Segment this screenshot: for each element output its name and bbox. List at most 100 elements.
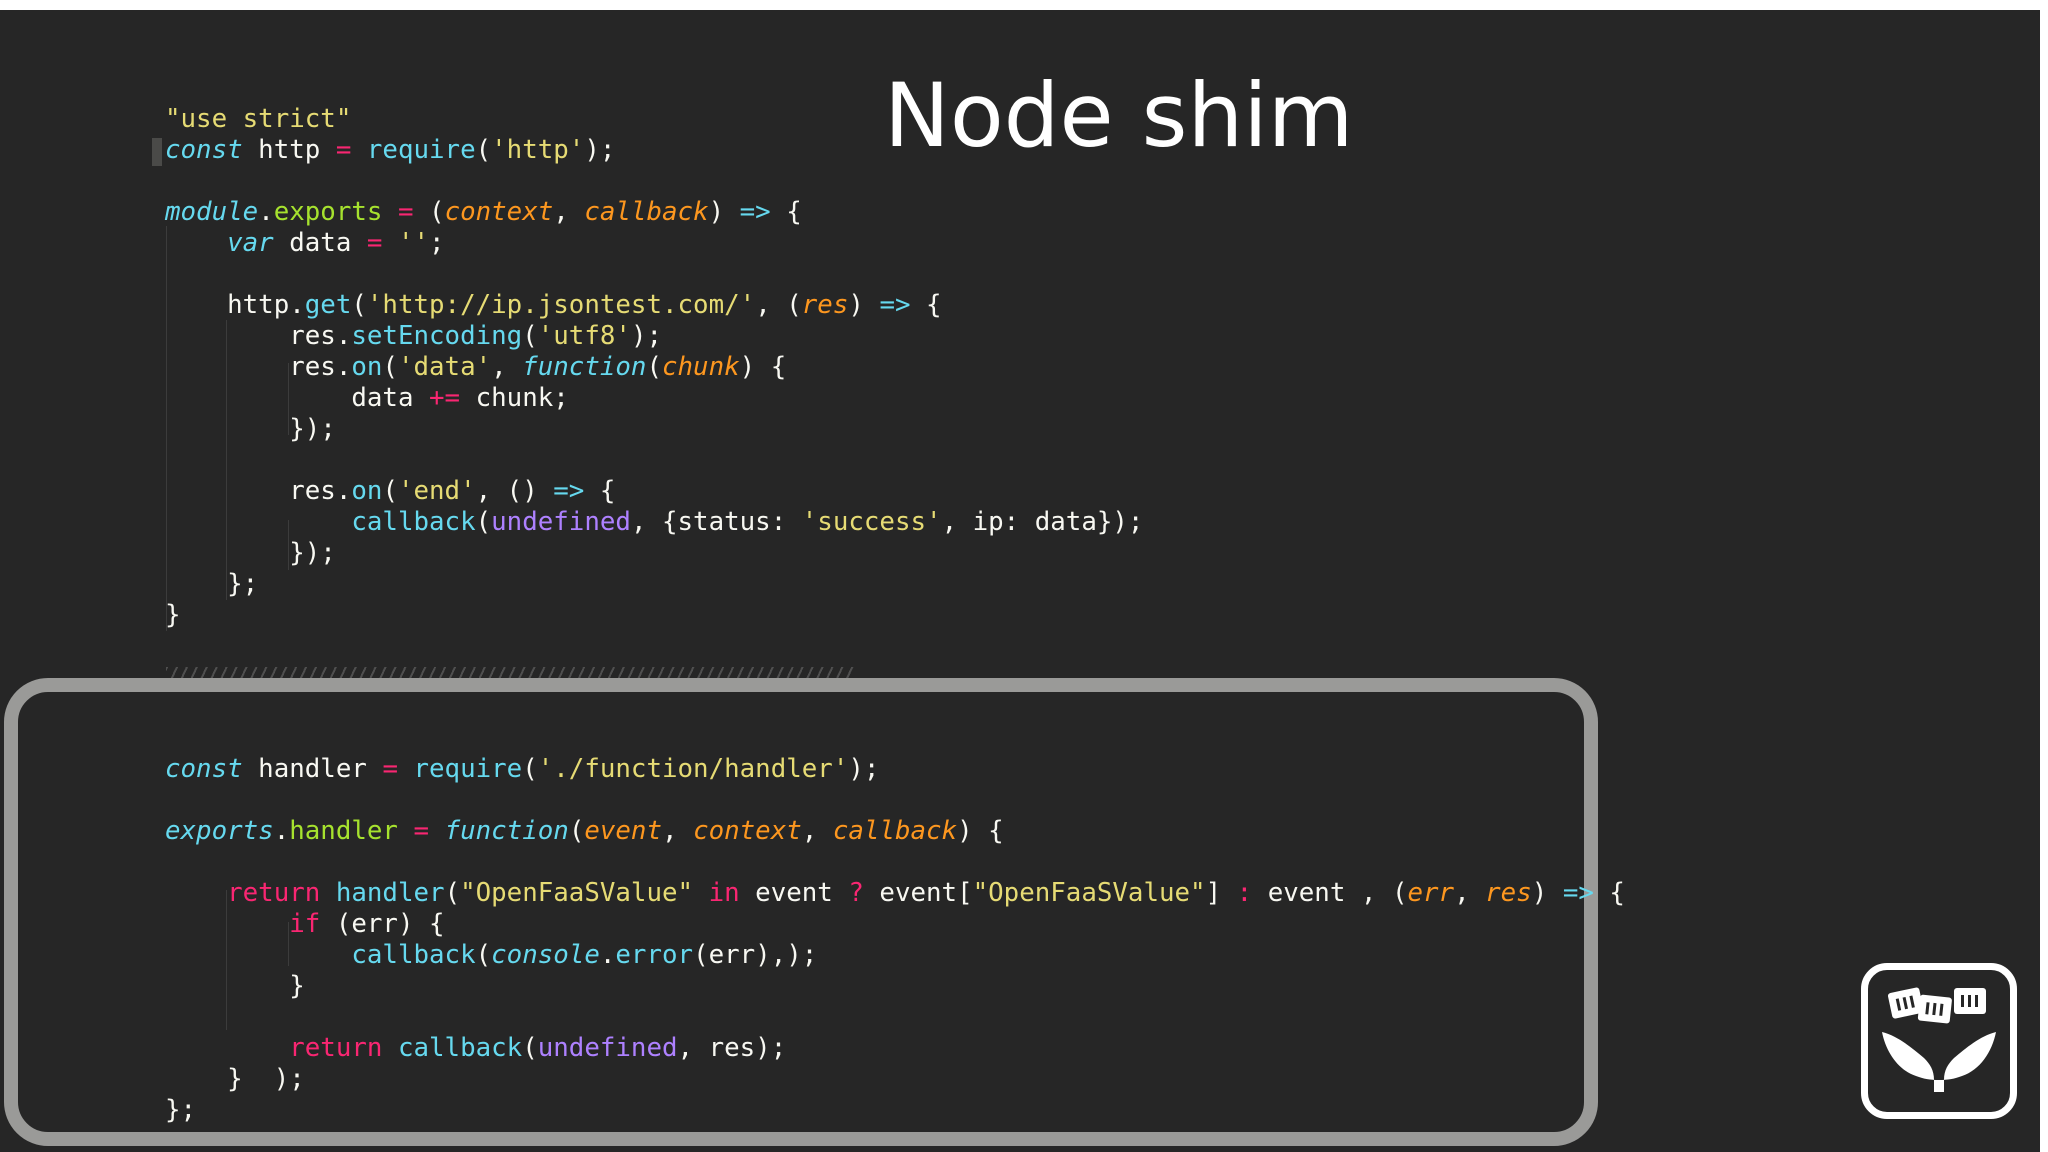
code-token: on	[351, 352, 383, 382]
indent-guide	[288, 922, 289, 966]
code-token: )	[1531, 878, 1563, 908]
code-token: ?	[848, 878, 864, 908]
code-token: http	[242, 135, 336, 165]
code-token: const	[165, 754, 243, 784]
code-token: res	[1485, 878, 1532, 908]
code-token: .	[273, 816, 290, 846]
code-token: res	[801, 290, 849, 320]
code-token: module	[165, 197, 259, 227]
code-token: (	[382, 352, 398, 382]
code-token: function	[444, 816, 569, 846]
code-token: );	[848, 754, 880, 784]
code-line: var data = '';	[165, 228, 1143, 259]
code-token: =	[335, 135, 352, 165]
code-token: , (	[755, 290, 802, 320]
code-token: );	[584, 135, 616, 165]
highlight-frame	[4, 678, 1598, 1146]
code-token: =	[366, 228, 383, 258]
code-token: './function/handler'	[537, 754, 849, 784]
code-token: undefined	[491, 507, 631, 537]
code-token: , {status:	[630, 507, 802, 537]
code-token: )	[848, 290, 880, 320]
code-token: error	[615, 940, 694, 970]
code-block-shim: "use strict"const http = require('http')…	[165, 104, 1143, 631]
code-token: =	[382, 754, 398, 784]
code-token: +=	[429, 383, 461, 413]
code-token: "OpenFaaSValue"	[972, 878, 1206, 908]
code-token: {	[910, 290, 942, 320]
code-token	[382, 1033, 398, 1063]
code-token: res.	[165, 476, 352, 506]
code-token: in	[708, 878, 740, 908]
code-token	[398, 816, 414, 846]
code-token: (	[413, 197, 445, 227]
code-token: var	[227, 228, 274, 258]
indent-guide	[288, 363, 289, 435]
window-right-edge	[2040, 10, 2048, 1152]
code-token: data	[273, 228, 367, 258]
code-token: ;	[429, 228, 445, 258]
code-token: , res);	[677, 1033, 787, 1063]
code-token: console	[491, 940, 600, 970]
code-token: ,	[553, 197, 585, 227]
code-token	[165, 1033, 289, 1063]
indent-guide	[226, 320, 227, 600]
code-token: {	[770, 197, 802, 227]
code-line: const handler = require('./function/hand…	[165, 754, 1625, 785]
code-line	[165, 259, 1143, 290]
code-token: event , (	[1252, 878, 1408, 908]
window-top-edge	[0, 0, 2048, 10]
code-token: (	[568, 816, 585, 846]
code-token: ) {	[739, 352, 787, 382]
code-line: res.on('data', function(chunk) {	[165, 352, 1143, 383]
code-token: });	[165, 538, 336, 568]
code-token: }	[165, 971, 305, 1001]
code-token: event	[739, 878, 849, 908]
code-token: =>	[879, 290, 911, 320]
code-token	[429, 816, 445, 846]
code-token: context	[693, 816, 802, 846]
code-token: =>	[553, 476, 585, 506]
code-token: (	[351, 290, 367, 320]
code-line: }	[165, 971, 1625, 1002]
code-token: =	[413, 816, 430, 846]
code-token: if	[289, 909, 321, 939]
code-token: (err),);	[693, 940, 818, 970]
indent-guide	[166, 226, 167, 631]
code-token: http.	[165, 290, 305, 320]
code-token: get	[304, 290, 352, 320]
indent-guide	[288, 520, 289, 570]
code-token: callback	[832, 816, 958, 846]
code-line: } );	[165, 1064, 1625, 1095]
code-line	[165, 785, 1625, 816]
code-token: ]	[1205, 878, 1237, 908]
code-token: ) {	[957, 816, 1004, 846]
code-token: ,	[1454, 878, 1486, 908]
code-line: };	[165, 569, 1143, 600]
code-block-handler: const handler = require ( './function/hand…	[165, 754, 1625, 1126]
text-cursor	[152, 138, 162, 166]
code-token: 'end'	[397, 476, 476, 506]
code-line: callback(console.error(err),);	[165, 940, 1625, 971]
code-token: event	[584, 816, 662, 846]
code-token: } );	[165, 1064, 305, 1094]
code-line: return handler("OpenFaaSValue" in event …	[165, 878, 1625, 909]
code-line: };	[165, 1095, 1625, 1126]
code-token: });	[165, 414, 336, 444]
code-line: return callback(undefined, res);	[165, 1033, 1625, 1064]
code-token: require	[413, 754, 523, 784]
code-token: handler	[289, 816, 398, 846]
code-line: "use strict"	[165, 104, 1143, 135]
code-token: data	[165, 383, 430, 413]
code-line	[165, 445, 1143, 476]
code-token: (err) {	[320, 909, 445, 939]
code-token: )	[708, 197, 740, 227]
code-token: (	[522, 321, 538, 351]
code-token: exports	[273, 197, 383, 227]
code-token: 'success'	[801, 507, 942, 537]
code-token: (	[382, 476, 398, 506]
code-line	[165, 847, 1625, 878]
code-token	[165, 228, 227, 258]
code-token: ,	[491, 352, 523, 382]
